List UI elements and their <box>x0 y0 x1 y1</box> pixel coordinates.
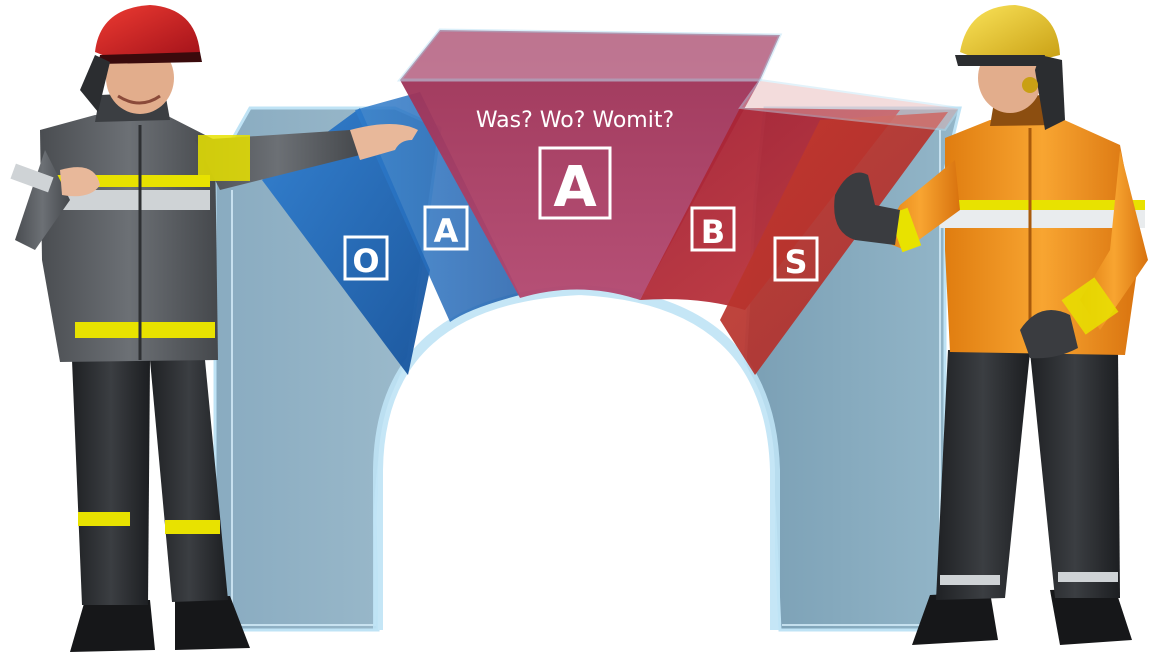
heading-question: Was? Wo? Womit? <box>476 108 674 133</box>
left-letter-o: O <box>352 242 379 280</box>
arch-opening <box>378 290 775 630</box>
right-letter-s: S <box>784 243 807 281</box>
right-letter-b: B <box>701 213 725 251</box>
left-letter-a: A <box>434 212 459 250</box>
keystone-letter: A <box>553 155 597 220</box>
keystone-top-face <box>400 30 780 80</box>
